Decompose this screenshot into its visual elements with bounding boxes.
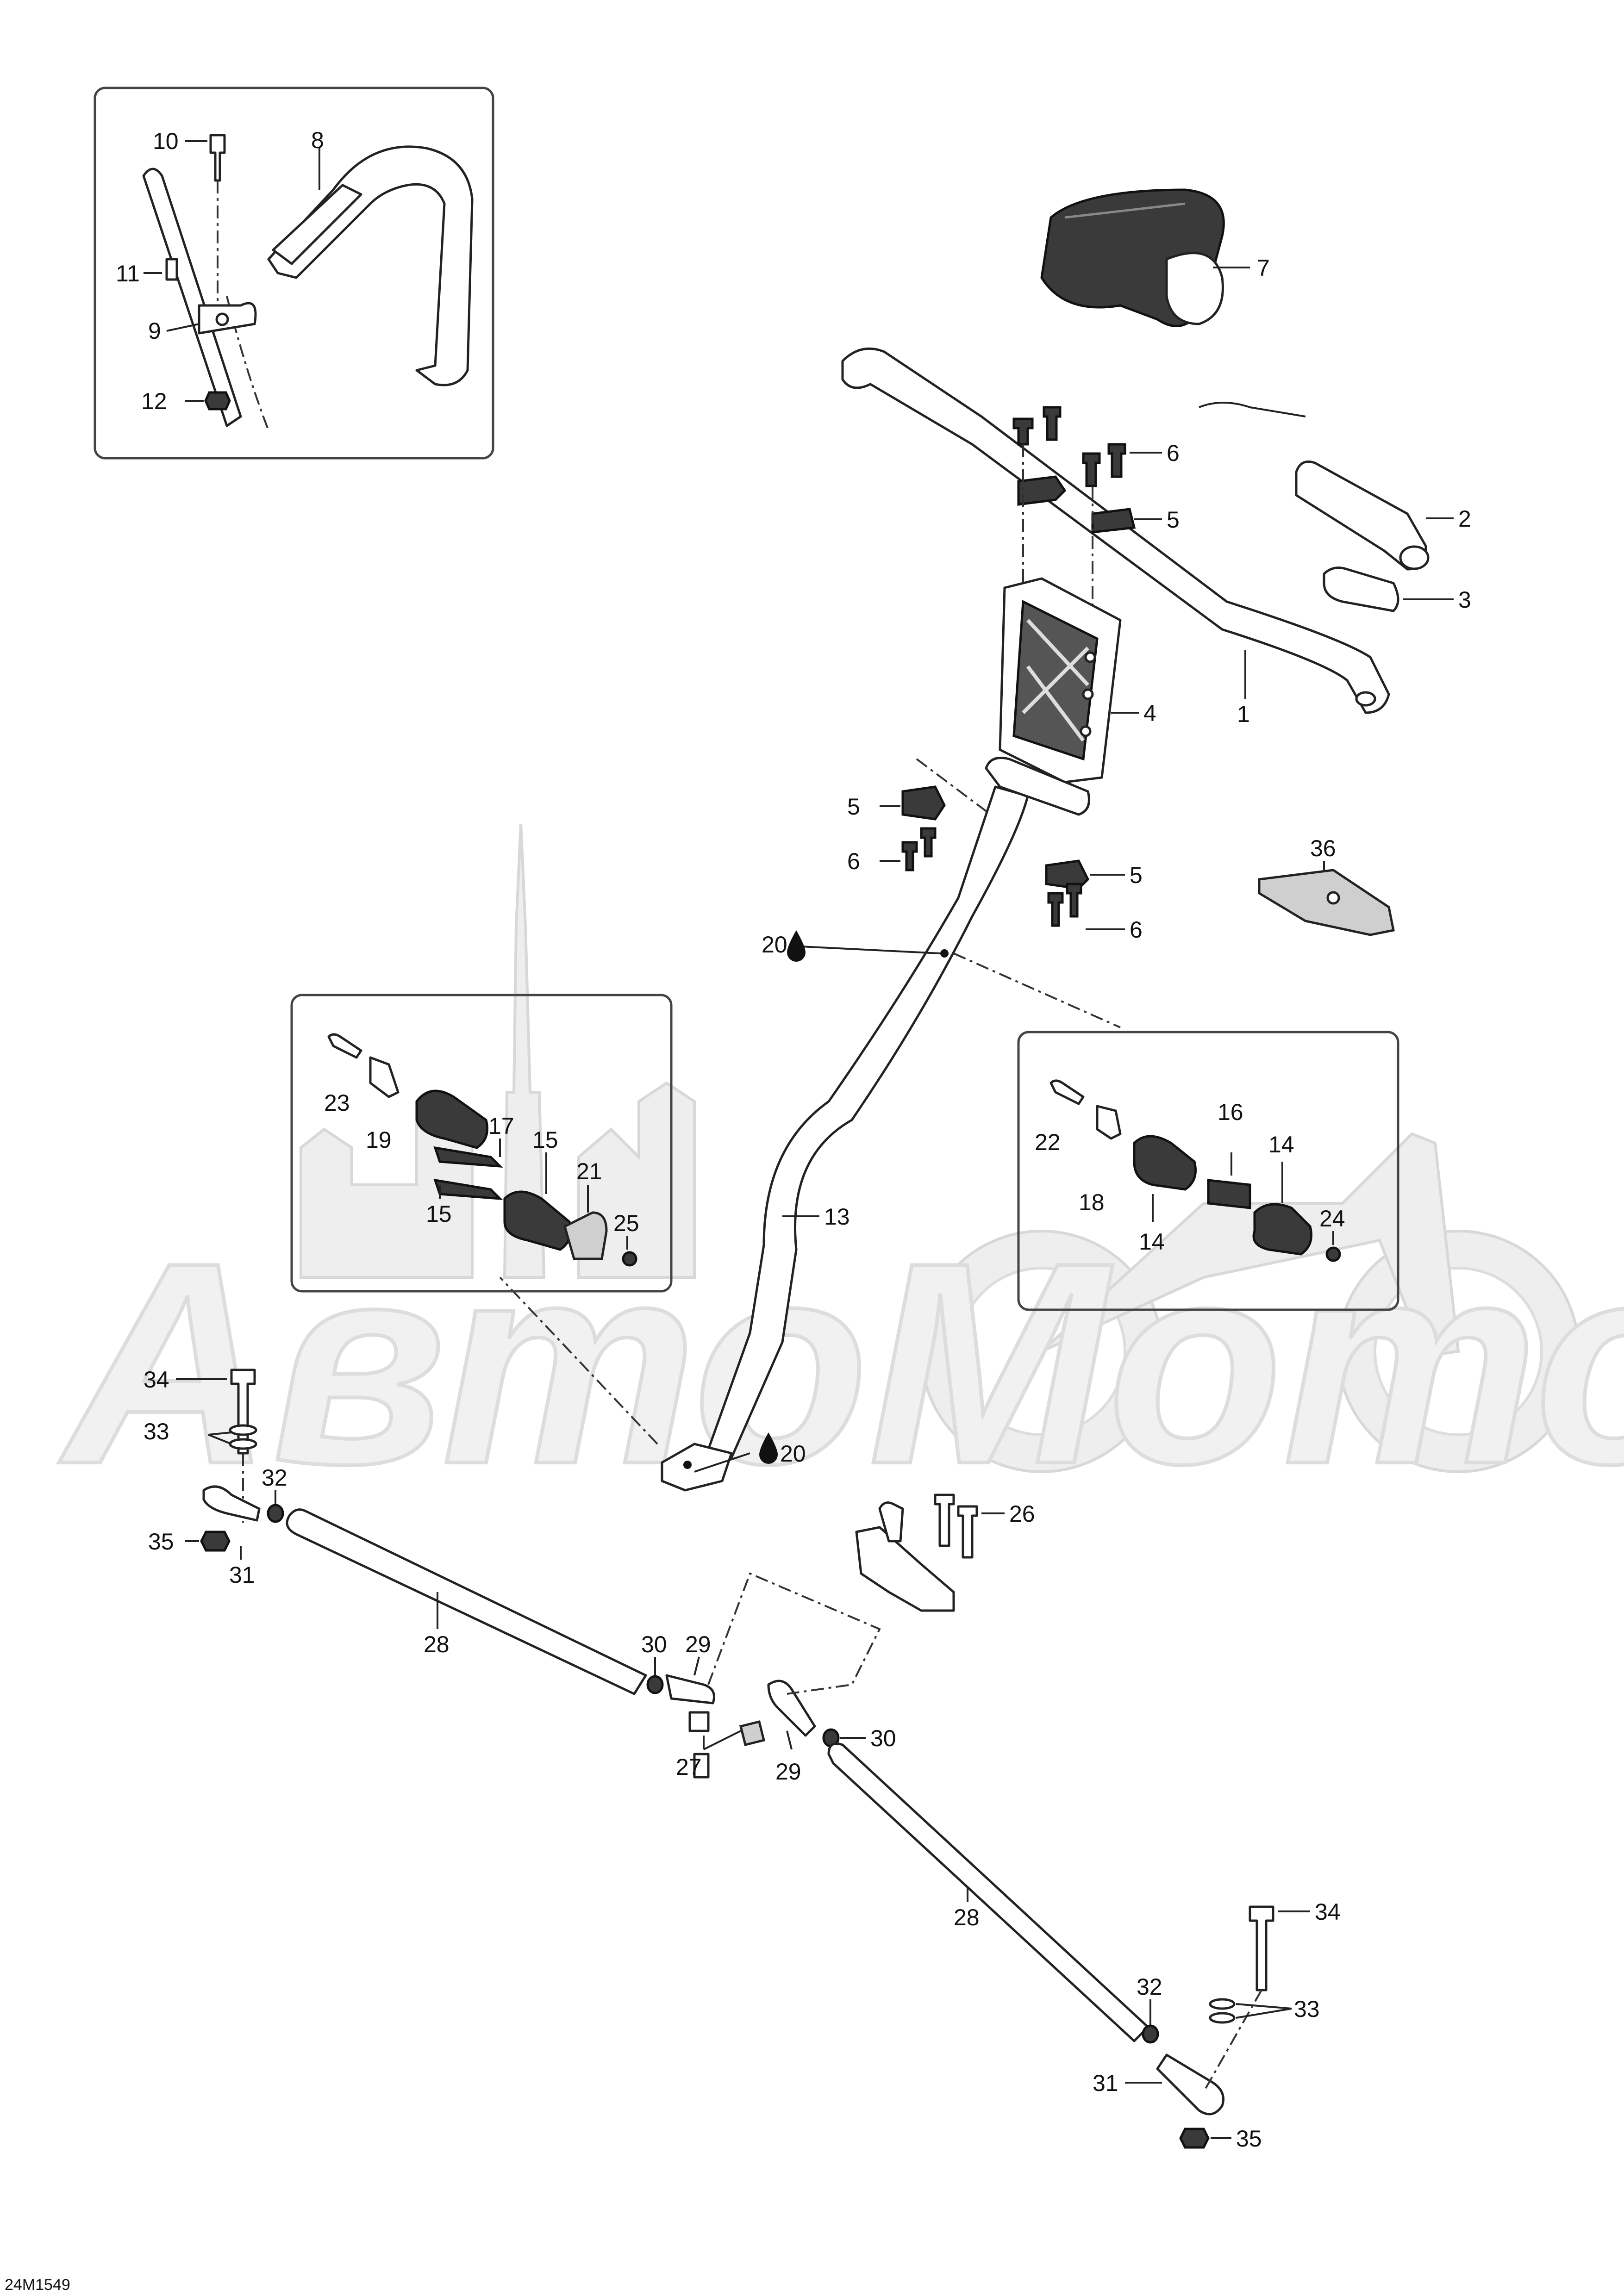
watermark-text: АвтоМото bbox=[56, 1203, 1624, 1524]
callout-31-right: 31 bbox=[1093, 2070, 1118, 2096]
callout-28-upper: 28 bbox=[424, 1631, 450, 1657]
inset-handlebar-cover: 10 8 11 9 12 bbox=[94, 87, 494, 460]
callout-1: 1 bbox=[1237, 701, 1250, 727]
callout-18: 18 bbox=[1079, 1189, 1105, 1215]
callout-34-left: 34 bbox=[144, 1367, 169, 1393]
oil-drop-icon bbox=[759, 1432, 778, 1464]
callout-15-lower: 15 bbox=[426, 1201, 452, 1227]
callout-13: 13 bbox=[824, 1204, 850, 1230]
callout-17: 17 bbox=[488, 1113, 514, 1139]
callout-6-right: 6 bbox=[1130, 917, 1143, 943]
part-7-handlebar-pad: 7 bbox=[1040, 188, 1270, 327]
callout-21: 21 bbox=[576, 1158, 602, 1184]
part-26-steering-arm-bracket: 26 bbox=[855, 1493, 1035, 1612]
callout-20-upper: 20 bbox=[762, 932, 787, 958]
callout-26: 26 bbox=[1009, 1501, 1035, 1527]
part-2-grip: 2 bbox=[1295, 460, 1471, 571]
part-28-tie-rod-upper: 28 bbox=[286, 1508, 647, 1695]
callout-32-left: 32 bbox=[262, 1465, 287, 1491]
callout-16: 16 bbox=[1218, 1099, 1243, 1125]
drawing-code: 24M1549 bbox=[5, 2276, 70, 2294]
part-3-sleeve: 3 bbox=[1199, 402, 1471, 613]
callout-36: 36 bbox=[1310, 835, 1336, 861]
callout-28-lower: 28 bbox=[954, 1904, 980, 1930]
callout-30-upper: 30 bbox=[641, 1631, 667, 1657]
callout-34-right: 34 bbox=[1315, 1899, 1341, 1925]
callout-29-upper: 29 bbox=[685, 1631, 711, 1657]
callout-3: 3 bbox=[1458, 587, 1471, 613]
part-36-plate: 36 bbox=[1258, 835, 1395, 936]
callout-2: 2 bbox=[1458, 506, 1471, 532]
callout-32-right: 32 bbox=[1137, 1974, 1162, 2000]
inset-right-clamp: 22 18 16 14 14 24 bbox=[1017, 1031, 1399, 1311]
callout-19: 19 bbox=[366, 1127, 392, 1153]
part-28-tie-rod-lower: 28 bbox=[827, 1742, 1149, 2042]
callout-7: 7 bbox=[1257, 255, 1270, 281]
callout-29-lower: 29 bbox=[775, 1759, 801, 1785]
callout-33-left: 33 bbox=[144, 1419, 169, 1444]
callout-20-lower: 20 bbox=[780, 1441, 806, 1467]
callout-11: 11 bbox=[116, 261, 140, 286]
callout-22: 22 bbox=[1035, 1129, 1061, 1155]
callout-9: 9 bbox=[148, 318, 161, 344]
callout-33-right: 33 bbox=[1294, 1996, 1320, 2022]
part-1-handlebar: 1 bbox=[841, 347, 1390, 727]
callout-4: 4 bbox=[1143, 700, 1156, 726]
callout-35-left: 35 bbox=[148, 1529, 174, 1555]
part-4-riser-block: 4 bbox=[999, 577, 1156, 784]
callout-12: 12 bbox=[141, 388, 167, 414]
callout-6-left: 6 bbox=[847, 848, 860, 874]
lower-clamp-hardware: 5 6 5 6 bbox=[847, 758, 1143, 943]
callout-10: 10 bbox=[153, 128, 179, 154]
callout-31-left: 31 bbox=[229, 1562, 255, 1588]
callout-5-upper: 5 bbox=[1167, 507, 1180, 533]
left-tie-rod-end: 34 33 32 35 31 bbox=[144, 1367, 287, 1588]
callout-8: 8 bbox=[311, 127, 324, 153]
center-ball-joints: 30 29 27 29 30 bbox=[641, 1572, 896, 1785]
callout-25: 25 bbox=[613, 1210, 639, 1236]
inset-left-clamp: 23 19 17 15 15 21 25 bbox=[290, 994, 673, 1293]
part-13-steering-column: 20 20 13 bbox=[499, 757, 1121, 1492]
callout-14-lower: 14 bbox=[1139, 1229, 1165, 1255]
callout-35-right: 35 bbox=[1236, 2126, 1262, 2152]
callout-14-upper: 14 bbox=[1268, 1132, 1294, 1157]
callout-24: 24 bbox=[1319, 1206, 1345, 1232]
callout-23: 23 bbox=[324, 1090, 350, 1116]
callout-30-lower: 30 bbox=[870, 1725, 896, 1751]
callout-6-upper: 6 bbox=[1167, 440, 1180, 466]
callout-5-right: 5 bbox=[1130, 862, 1143, 888]
right-tie-rod-end: 34 33 32 31 35 bbox=[1093, 1899, 1341, 2152]
oil-drop-icon bbox=[787, 930, 806, 962]
callout-15-upper: 15 bbox=[532, 1127, 558, 1153]
callout-27: 27 bbox=[676, 1754, 702, 1780]
callout-5-left: 5 bbox=[847, 794, 860, 820]
